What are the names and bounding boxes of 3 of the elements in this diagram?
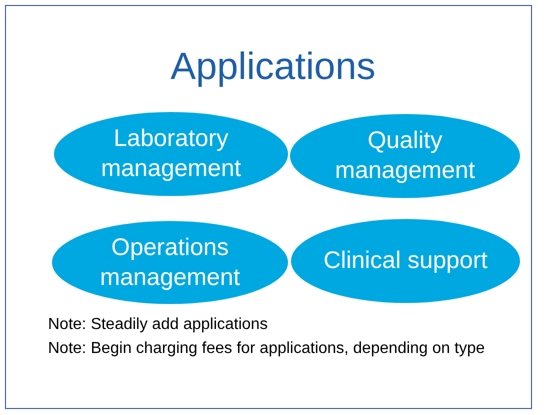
note-text: Note: Begin charging fees for applications, depending on type (48, 339, 486, 359)
note-text: Note: Steadily add applications (48, 315, 269, 335)
title: Applications (170, 45, 376, 90)
